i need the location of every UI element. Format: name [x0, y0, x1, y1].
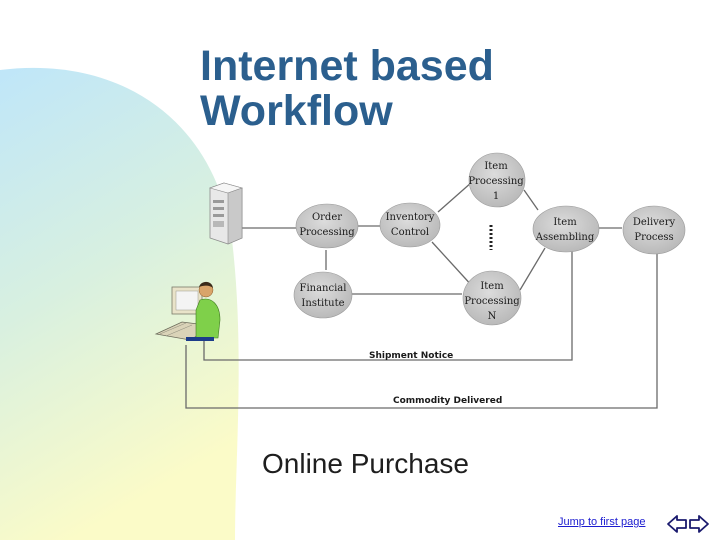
financial-institute-shape	[293, 271, 353, 319]
node-financial-institute: Financial Institute	[299, 283, 347, 309]
order-processing-shape	[295, 203, 359, 249]
connector-lines	[185, 181, 658, 409]
node-item-processing-1: Item Processing 1	[468, 161, 524, 202]
node-order-processing: Order Processing	[299, 212, 355, 238]
inventory-control-shape	[379, 202, 441, 248]
forward-arrow-icon[interactable]	[688, 513, 710, 535]
jump-to-first-page-link[interactable]: Jump to first page	[558, 516, 646, 528]
slide-title: Internet based Workflow	[200, 44, 494, 134]
node-item-processing-n: Item Processing N	[464, 281, 520, 322]
customer-at-computer-icon	[154, 281, 221, 341]
diagram-caption: Online Purchase	[262, 448, 470, 479]
item-assembling-shape	[532, 205, 600, 253]
title-line-1: Internet based	[200, 42, 494, 90]
item-processing-1-shape	[468, 152, 526, 208]
node-shapes	[293, 152, 686, 326]
back-arrow-icon[interactable]	[666, 513, 688, 535]
node-delivery-process: Delivery Process	[632, 217, 676, 243]
server-icon	[209, 182, 243, 245]
flow-label-commodity-delivered: Commodity Delivered	[393, 396, 503, 406]
node-item-assembling: Item Assembling	[535, 217, 595, 243]
title-line-2: Workflow	[200, 87, 393, 135]
node-inventory-control: Inventory Control	[385, 212, 435, 238]
delivery-process-shape	[622, 205, 686, 255]
flow-label-shipment-notice: Shipment Notice	[369, 351, 454, 361]
item-processing-n-shape	[462, 270, 522, 326]
